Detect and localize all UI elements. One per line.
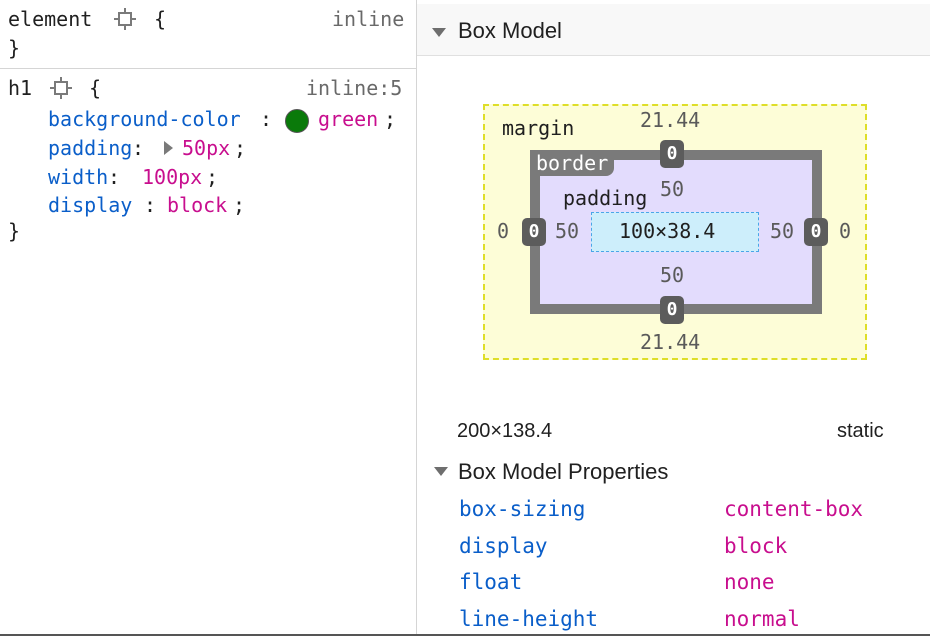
property-value: content-box (724, 497, 864, 521)
element-position: static (837, 420, 884, 442)
declaration-property[interactable]: display (48, 193, 133, 217)
h1-rule-source-link[interactable]: inline:5 (306, 76, 403, 100)
element-rule-open-brace: { (154, 7, 167, 31)
padding-bottom-value[interactable]: 50 (660, 263, 685, 287)
box-model-title: Box Model (458, 18, 562, 43)
declaration-property[interactable]: width (48, 165, 109, 189)
element-size: 200×138.4 (457, 420, 553, 442)
border-right-value[interactable]: 0 (804, 218, 828, 246)
padding-left-value[interactable]: 50 (555, 219, 580, 243)
layout-pane: Box Model margin 21.44 21.44 0 0 border … (417, 0, 930, 636)
declaration-semicolon: ; (384, 107, 397, 131)
element-rule-selector: element (8, 7, 93, 31)
declaration-value[interactable]: 100px (142, 165, 203, 189)
padding-label: padding (563, 186, 648, 210)
margin-label: margin (502, 116, 575, 140)
margin-right-value[interactable]: 0 (839, 219, 852, 243)
h1-rule-close-brace: } (8, 219, 21, 243)
declaration-semicolon: ; (234, 136, 247, 160)
border-label: border (530, 150, 615, 176)
property-name: box-sizing (459, 497, 586, 521)
margin-bottom-value[interactable]: 21.44 (640, 330, 701, 354)
pane-splitter[interactable] (416, 0, 417, 636)
content-size-value[interactable]: 100×38.4 (619, 219, 716, 243)
element-rule-close-brace: } (8, 36, 21, 60)
panel-bottom-edge (0, 634, 930, 636)
border-left-value[interactable]: 0 (522, 218, 546, 246)
declaration-value[interactable]: 50px (182, 136, 231, 160)
declaration-colon: : (144, 193, 157, 217)
property-value: block (724, 534, 788, 558)
node-highlighter-icon[interactable] (50, 77, 72, 99)
margin-left-value[interactable]: 0 (497, 219, 510, 243)
declaration-property[interactable]: padding (48, 136, 133, 160)
declaration-value[interactable]: green (318, 107, 379, 131)
node-highlighter-icon[interactable] (114, 8, 136, 30)
border-bottom-value[interactable]: 0 (660, 296, 684, 324)
property-value: none (724, 570, 775, 594)
declaration-colon: : (132, 136, 145, 160)
content-box[interactable] (591, 212, 759, 252)
declaration-semicolon: ; (206, 165, 219, 189)
property-value: normal (724, 607, 800, 631)
padding-right-value[interactable]: 50 (770, 219, 795, 243)
padding-top-value[interactable]: 50 (660, 177, 685, 201)
declaration-semicolon: ; (233, 193, 246, 217)
h1-rule-open-brace: { (89, 76, 102, 100)
margin-top-value[interactable]: 21.44 (640, 108, 701, 132)
declaration-value[interactable]: block (167, 193, 228, 217)
property-name: line-height (459, 607, 599, 631)
property-name: display (459, 534, 548, 558)
collapse-triangle-icon[interactable] (434, 467, 448, 476)
h1-rule-selector: h1 (8, 76, 33, 100)
color-swatch[interactable] (285, 109, 309, 133)
border-top-value[interactable]: 0 (660, 140, 684, 168)
collapse-triangle-icon[interactable] (432, 28, 446, 37)
box-model-properties-title[interactable]: Box Model Properties (458, 459, 669, 484)
rules-pane: element { inline } h1 { inline:5 backgro… (0, 0, 416, 636)
box-model-header[interactable]: Box Model (417, 4, 930, 56)
declaration-colon: : (260, 107, 273, 131)
property-name: float (459, 570, 523, 594)
expand-shorthand-icon[interactable] (164, 141, 173, 155)
declaration-colon: : (108, 165, 121, 189)
declaration-property[interactable]: background-color (48, 107, 241, 131)
rule-divider (0, 68, 416, 69)
element-rule-source-link[interactable]: inline (332, 7, 405, 31)
